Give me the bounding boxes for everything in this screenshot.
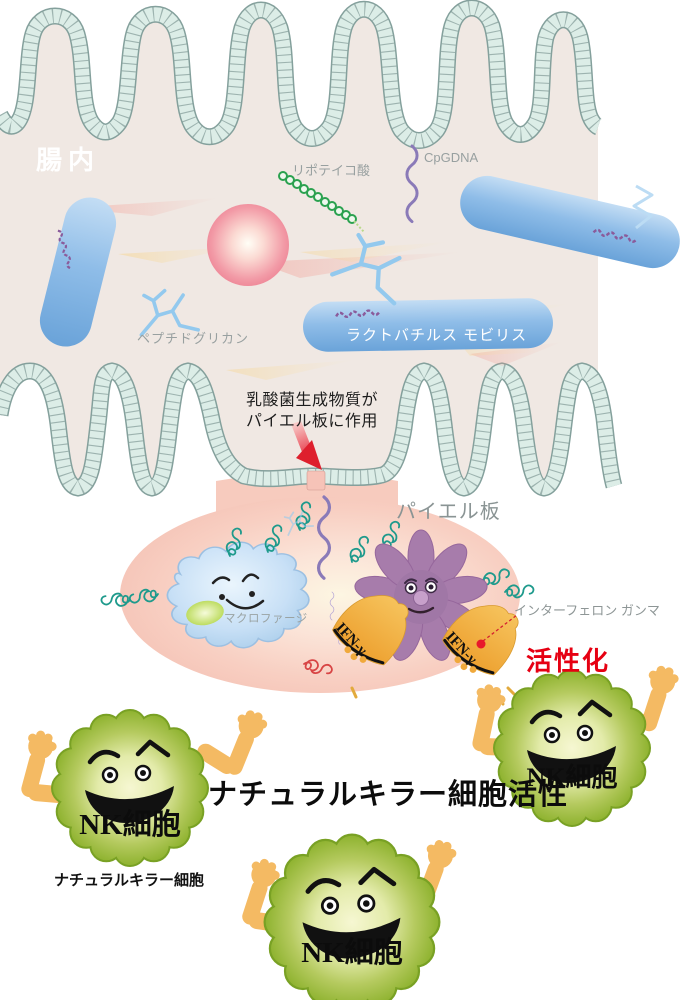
lumen-label: 腸内 — [36, 145, 101, 175]
m-cell — [306, 470, 326, 491]
peyers-patch-label: パイエル板 — [396, 501, 501, 523]
rod-bacterium-right — [460, 175, 680, 269]
lipoteichoic-chain-icon — [278, 171, 357, 224]
sparkle — [350, 686, 358, 699]
nk-cell-label-left: NK細胞 — [79, 809, 181, 841]
annotation-line1: 乳酸菌生成物質が — [246, 392, 379, 409]
lipoteichoic-acid-label: リポテイコ酸 — [292, 163, 371, 178]
molecule-icons — [135, 144, 419, 337]
action-arrow — [291, 421, 322, 470]
cpg-dna-label: CpGDNA — [424, 150, 479, 165]
macrophage-nucleus — [186, 600, 224, 626]
nk-cell-bottom — [232, 826, 460, 1000]
villi-epithelium-lower — [0, 371, 614, 490]
dendritic-face — [404, 577, 438, 614]
flagellum-zigzag-icon — [632, 184, 654, 230]
interferon-callout-line — [476, 614, 518, 649]
lactobacillus-label: ラクトバチルス モビリス — [346, 327, 528, 344]
coccus-bacterium-sphere — [207, 204, 289, 286]
lactobacillus-rod — [303, 298, 553, 352]
chain-connector — [353, 220, 365, 233]
macrophage-face — [211, 573, 265, 610]
peyers-patch-contents — [100, 495, 536, 706]
activation-label: 活性化 — [526, 647, 611, 676]
nk-activity-caption: ナチュラルキラー細胞活性 — [208, 779, 569, 811]
macrophage-label: マクロファージ — [224, 613, 308, 625]
bacteria-group — [39, 175, 680, 352]
peptidoglycan-label: ペプチドグリカン — [137, 331, 250, 346]
nk-cell-label-bottom: NK細胞 — [301, 937, 403, 969]
macrophage-cell — [166, 541, 310, 649]
rod-bacterium-left — [39, 197, 117, 347]
annotation-text: 乳酸菌生成物質が パイエル板に作用 — [246, 390, 378, 432]
interferon-gamma-callout-label: インターフェロン ガンマ — [514, 603, 660, 618]
nk-cell-label-top-right: NK細胞 — [526, 763, 618, 792]
annotation-line2: パイエル板に作用 — [246, 413, 378, 430]
nk-cell-full-name-label: ナチュラルキラー細胞 — [54, 873, 205, 889]
